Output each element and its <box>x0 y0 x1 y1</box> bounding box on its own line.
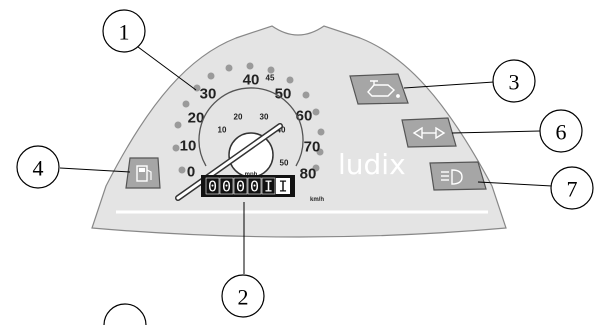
svg-text:3: 3 <box>509 70 520 95</box>
mph-label-50: 50 <box>275 86 292 103</box>
oil-pressure-button[interactable] <box>349 73 409 105</box>
mph-label-80: 80 <box>300 166 317 183</box>
turn-signal-button[interactable] <box>401 117 457 148</box>
odometer-digit: 0 <box>250 178 259 196</box>
headlight-icon <box>441 169 463 185</box>
callout-leader-4 <box>59 167 131 173</box>
kmh-label-30: 30 <box>260 113 269 122</box>
turn-signal-icon <box>412 126 446 140</box>
odometer-digit: 0 <box>236 178 245 196</box>
callout-leader-3 <box>403 81 495 89</box>
callout-leader-6 <box>451 130 541 134</box>
callout-3: 3 <box>492 59 536 103</box>
mph-label-10: 10 <box>180 138 197 155</box>
callout-6: 6 <box>539 109 583 153</box>
mph-label-45: 45 <box>266 74 275 83</box>
callout-1: 1 <box>102 9 146 53</box>
mph-label-30: 30 <box>200 86 217 103</box>
partial-callout-circle <box>103 303 147 325</box>
kmh-label-10: 10 <box>218 126 227 135</box>
odometer-digit: I <box>264 178 273 196</box>
odometer-digit-tenths: I <box>278 178 287 196</box>
speed-scale-dots <box>172 62 325 174</box>
kmh-scale-arc <box>198 87 304 167</box>
kmh-label-20: 20 <box>234 113 243 122</box>
mph-label-20: 20 <box>188 110 205 127</box>
odometer-digit: 0 <box>222 178 231 196</box>
callout-2: 2 <box>221 274 265 318</box>
oil-pressure-icon <box>367 80 400 98</box>
odometer-digit: 0 <box>208 178 217 196</box>
callout-leader-7 <box>477 181 553 187</box>
unit-kmh-label: km/h <box>310 197 324 203</box>
mph-label-70: 70 <box>304 139 321 156</box>
svg-text:4: 4 <box>33 156 44 181</box>
speed-needle <box>176 124 282 200</box>
fuel-pump-icon <box>136 165 152 182</box>
kmh-label-40: 40 <box>277 126 286 135</box>
svg-text:2: 2 <box>238 285 249 310</box>
mph-label-0: 0 <box>187 164 195 181</box>
svg-text:7: 7 <box>567 177 578 202</box>
svg-text:1: 1 <box>119 20 130 45</box>
odometer: 0 0 0 0 I I <box>201 175 295 197</box>
kmh-label-50: 50 <box>280 159 289 168</box>
callout-7: 7 <box>550 166 594 210</box>
mph-label-60: 60 <box>296 108 313 125</box>
fuel-indicator-button[interactable] <box>125 157 161 189</box>
callout-leader-1 <box>133 43 197 91</box>
mph-label-40: 40 <box>243 72 260 89</box>
brand-logo: ludix <box>338 148 406 181</box>
headlight-button[interactable] <box>429 161 487 191</box>
callout-4: 4 <box>16 145 60 189</box>
svg-text:6: 6 <box>556 120 567 145</box>
